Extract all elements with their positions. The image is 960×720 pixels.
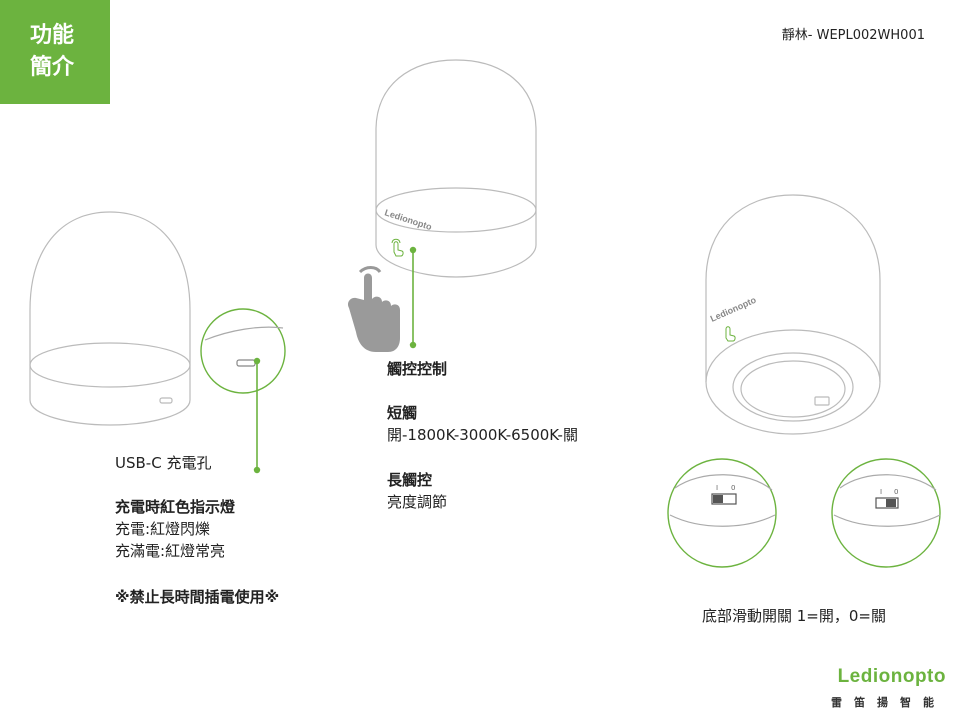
short-touch-desc: 開-1800K-3000K-6500K-關 <box>387 426 578 444</box>
right-touch-icon <box>725 326 736 342</box>
svg-text:0: 0 <box>894 488 898 496</box>
center-lamp <box>375 59 537 278</box>
model-number: 靜林- WEPL002WH001 <box>781 28 925 43</box>
usb-c-port-icon <box>159 397 173 404</box>
right-lamp <box>705 194 881 435</box>
switch-caption: 底部滑動開關 1=開，0=關 <box>702 607 886 625</box>
usb-port-label: USB-C 充電孔 <box>115 454 212 472</box>
left-lamp <box>29 211 191 426</box>
long-touch-desc: 亮度調節 <box>387 493 448 511</box>
right-lamp-logo: Ledionopto <box>709 295 758 324</box>
brand-logo: Ledionopto 雷笛揚智能 <box>826 666 946 710</box>
charging-state: 充電:紅燈閃爍 <box>115 520 211 538</box>
svg-text:I: I <box>880 488 882 496</box>
slide-switch-icon <box>711 493 737 505</box>
warning-text: ※禁止長時間插電使用※ <box>115 588 280 606</box>
usb-zoom-circle <box>200 308 286 474</box>
switch-zoom-on: I 0 <box>831 458 941 568</box>
badge-line2: 簡介 <box>30 55 75 80</box>
svg-text:0: 0 <box>731 484 735 492</box>
touch-icon <box>391 238 404 257</box>
hand-pointer-icon <box>347 266 400 352</box>
badge-line1: 功能 <box>30 23 75 48</box>
svg-text:I: I <box>716 484 718 492</box>
switch-zoom-off: I 0 <box>667 458 777 568</box>
section-badge: 功能 簡介 <box>0 0 110 104</box>
center-lamp-logo: Ledionopto <box>383 207 433 232</box>
brand-name: Ledionopto <box>837 666 946 687</box>
full-state: 充滿電:紅燈常亮 <box>115 542 226 560</box>
indicator-title: 充電時紅色指示燈 <box>115 498 236 516</box>
touch-control-title: 觸控控制 <box>387 360 448 378</box>
short-touch-title: 短觸 <box>387 404 418 422</box>
long-touch-title: 長觸控 <box>387 471 433 489</box>
brand-subtitle: 雷笛揚智能 <box>831 696 946 709</box>
